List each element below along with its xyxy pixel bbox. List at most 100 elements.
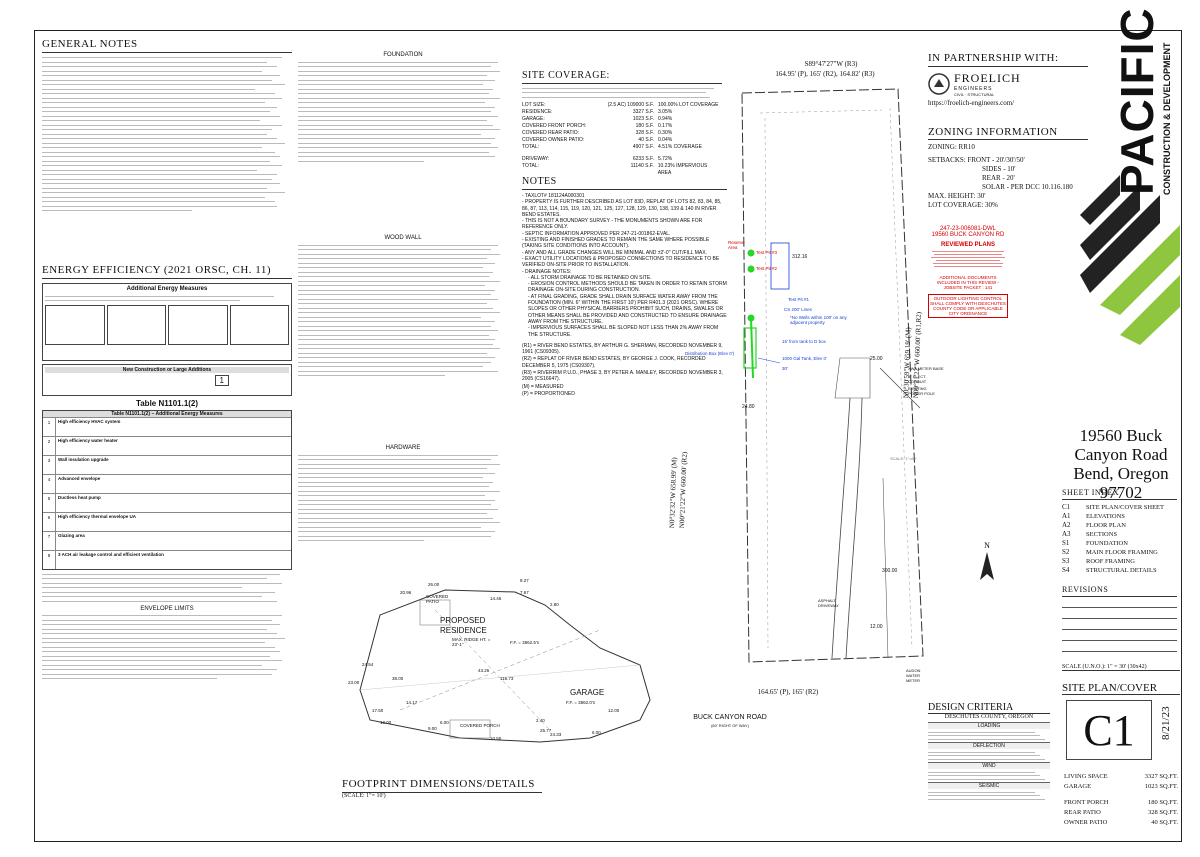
measure-name: High efficiency HVAC system	[58, 419, 121, 424]
partner-name: FROELICH	[954, 71, 1021, 85]
sheet-name: SITE PLAN/COVER SHEET	[1086, 504, 1164, 511]
note-ref: (P) = PROPORTIONED	[522, 390, 575, 397]
measure-number: 1	[43, 418, 56, 436]
site-coverage-panel: SITE COVERAGE: LOT SIZE:(2.5 AC) 109000 …	[522, 70, 722, 177]
gal-tank: 1000 Gal Tank, Elev 0'	[782, 356, 827, 361]
top-dims: 164.95' (P), 165' (R2), 164.82' (R3)	[775, 70, 875, 78]
site-plan: S89°47'27"W (R3) 164.95' (P), 165' (R2),…	[668, 58, 944, 698]
footprint-dim: 26.00	[428, 582, 440, 587]
north-arrow-icon: N	[980, 541, 994, 580]
footprint-title: FOOTPRINT DIMENSIONS/DETAILS	[342, 778, 542, 793]
criteria-section-title: WIND	[928, 762, 1050, 769]
footprint-dim: 10.50	[490, 736, 502, 741]
option-large-additions	[106, 304, 166, 345]
sheet-number: C1	[1083, 705, 1135, 755]
road-row: (60' RIGHT OF WAY)	[711, 723, 749, 728]
pacific-logo-icon	[1080, 175, 1180, 345]
area-label: OWNER PATIO	[1064, 819, 1108, 826]
footprint-dim: 24.33	[550, 732, 562, 737]
design-criteria-panel: DESIGN CRITERIA DESCHUTES COUNTY, OREGON…	[928, 702, 1050, 802]
note-item: - TAXLOT# 181124A000301	[522, 193, 585, 199]
wood-wall-text	[298, 244, 508, 376]
hardware-text	[298, 454, 508, 541]
partner-sub2: CIVIL · STRUCTURAL	[954, 92, 995, 97]
address-line-2: Canyon Road	[1074, 445, 1168, 464]
max-height: MAX. HEIGHT: 30'	[928, 192, 986, 200]
footprint-dim: 13.00	[380, 720, 392, 725]
footprint-dim: 116.73	[500, 676, 514, 681]
site-plan-drawing	[741, 88, 924, 663]
froelich-logo-icon	[928, 73, 950, 95]
dim-12: 12.00	[870, 624, 883, 630]
note-ref: (R1) = RIVER BEND ESTATES, BY ARTHUR G. …	[522, 342, 723, 356]
wells-note: *No Wells within 100' on any adjacent pr…	[790, 315, 847, 325]
tank-note: 15' from tank to D box	[782, 339, 826, 344]
note-ref: (M) = MEASURED	[522, 383, 564, 390]
setbacks-front: SETBACKS: FRONT - 20'/30'/50'	[928, 156, 1025, 164]
criteria-lines	[928, 751, 1050, 760]
area-value: 180 SQ.FT.	[1147, 799, 1178, 806]
notes-title: NOTES	[522, 176, 727, 190]
criteria-lines	[928, 731, 1050, 740]
coverage-label: TOTAL:	[522, 162, 540, 169]
measure-name: 3 ACH air leakage control and efficient …	[58, 552, 164, 557]
criteria-lines	[928, 791, 1050, 800]
setbacks-solar: SOLAR - PER DCC 10.116.180	[982, 183, 1073, 191]
partner-url[interactable]: https://froelich-engineers.com/	[928, 99, 1015, 107]
note-item: - DRAINAGE NOTES:	[522, 268, 572, 275]
area-value: 1023 SQ.FT.	[1144, 783, 1178, 790]
measure-name: Advanced envelope	[58, 476, 101, 481]
coverage-pct: 3.05%	[658, 108, 673, 115]
measure-name: High efficiency thermal envelope UA	[58, 514, 137, 519]
sheet-title: SITE PLAN/COVER	[1062, 682, 1180, 695]
coverage-pct: 100.00% LOT COVERAGE	[658, 101, 719, 108]
measure-number: 3	[43, 456, 56, 474]
footprint-dim: 8.27	[520, 578, 529, 583]
brand-sub: CONSTRUCTION & DEVELOPMENT	[1162, 42, 1172, 195]
brand-name: PACIFIC	[1111, 7, 1163, 195]
footprint-dim: 25.77	[540, 728, 552, 733]
area-value: 328 SQ.FT.	[1147, 809, 1178, 816]
setbacks-sides: SIDES - 10'	[982, 165, 1016, 173]
energy-measures-box: Additional Energy Measures	[42, 283, 292, 361]
note-item: - AT FINAL GRADING, GRADE SHALL DRAIN SU…	[528, 293, 727, 325]
criteria-section-title: LOADING	[928, 722, 1050, 729]
sheet-name: ROOF FRAMING	[1086, 558, 1135, 565]
measure-number: 8	[43, 551, 56, 569]
coverage-label: COVERED REAR PATIO:	[522, 129, 580, 136]
partner-panel: IN PARTNERSHIP WITH: FROELICH ENGINEERS …	[928, 52, 1088, 107]
water-meter: AUDON WATER METER	[906, 668, 921, 683]
measure-name: Wall insulation upgrade	[58, 457, 109, 462]
foundation-text	[298, 61, 508, 162]
note-item: - ANY AND ALL GRADE CHANGES WILL BE MINI…	[522, 249, 707, 256]
option-new-construction	[45, 304, 105, 345]
measure-name: High efficiency water heater	[58, 438, 118, 443]
lot-coverage: LOT COVERAGE: 30%	[928, 201, 998, 209]
envelope-title: ENVELOPE LIMITS	[140, 605, 194, 612]
zoning-title: ZONING INFORMATION	[928, 127, 1088, 140]
coverage-pct: 0.94%	[658, 115, 673, 122]
note-item: - SEPTIC INFORMATION APPROVED PER 247-21…	[522, 230, 671, 237]
area-label: LIVING SPACE	[1064, 773, 1108, 780]
coverage-value: 1023 S.F.	[632, 115, 654, 122]
hardware-title: HARDWARE	[385, 445, 421, 451]
coverage-pct: 0.04%	[658, 136, 673, 143]
energy-footnotes	[42, 573, 292, 602]
area-row: OWNER PATIO 40 SQ.FT.	[1064, 818, 1178, 828]
measures-table-title: Table N1101.1(2) – Additional Energy Mea…	[43, 411, 291, 417]
area-value: 40 SQ.FT.	[1151, 819, 1178, 826]
road-name: BUCK CANYON ROAD	[693, 714, 767, 721]
coverage-label: COVERED FRONT PORCH:	[522, 122, 587, 129]
option-small-additions	[168, 304, 228, 345]
test-pit-2: Test Pit #2	[756, 266, 778, 271]
